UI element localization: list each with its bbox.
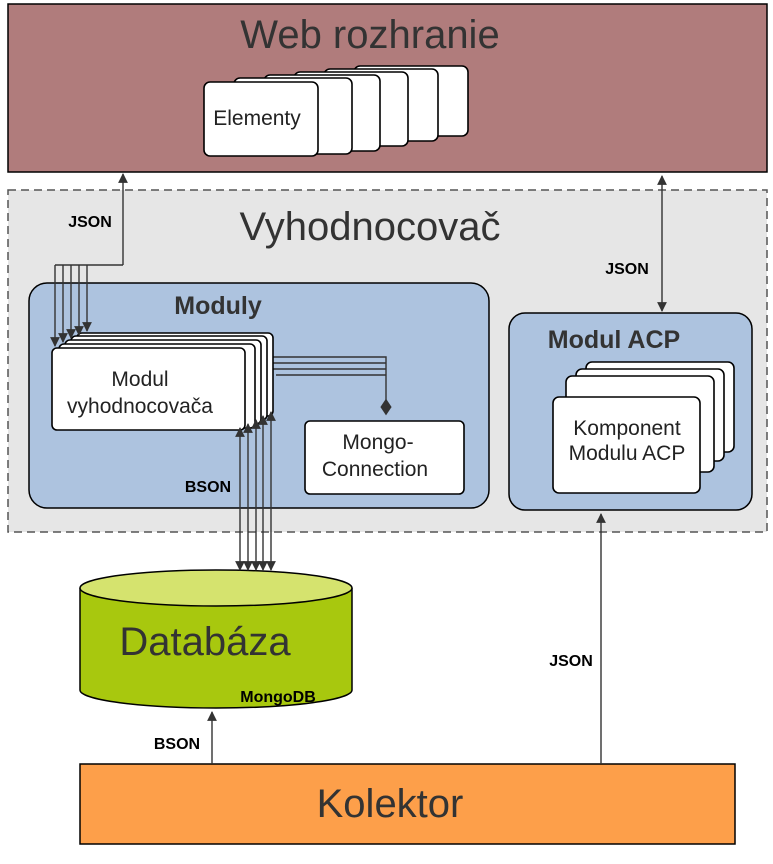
collector-box [79, 763, 736, 845]
collector-db-bson-label: BSON [154, 736, 200, 753]
elements-label: Elementy [213, 107, 301, 130]
web-acp-json-label: JSON [605, 261, 649, 278]
mongo-label-line2: Connection [322, 458, 428, 481]
web-interface-title: Web rozhranie [240, 13, 499, 57]
modules-db-bson-label: BSON [185, 479, 231, 496]
module-to-mongo-connectors [262, 356, 392, 416]
database-cylinder [79, 569, 353, 709]
module-stack [51, 332, 274, 431]
database-title: Databáza [119, 620, 291, 664]
acp-component-line1: Komponent [573, 417, 681, 440]
collector-title: Kolektor [317, 782, 464, 826]
mongo-label-line1: Mongo- [342, 431, 413, 454]
elements-stack [203, 65, 469, 157]
mongo-connection-box [304, 420, 465, 495]
evaluator-title: Vyhodnocovač [240, 205, 501, 249]
web-modules-json-label: JSON [68, 214, 112, 231]
acp-component-line2: Modulu ACP [569, 442, 686, 465]
module-label-line1: Modul [111, 368, 168, 391]
modules-db-connector [235, 411, 276, 571]
module-label-line2: vyhodnocovača [67, 395, 213, 418]
web-modules-connector [50, 173, 128, 347]
acp-module-title: Modul ACP [548, 326, 680, 354]
acp-component-stack [552, 361, 735, 494]
elements-card [203, 81, 319, 157]
acp-component-card [552, 396, 701, 494]
database-engine: MongoDB [240, 689, 316, 706]
collector-acp-json-label: JSON [549, 653, 593, 670]
modules-title: Moduly [174, 292, 262, 320]
evaluator-module-card [51, 347, 246, 431]
